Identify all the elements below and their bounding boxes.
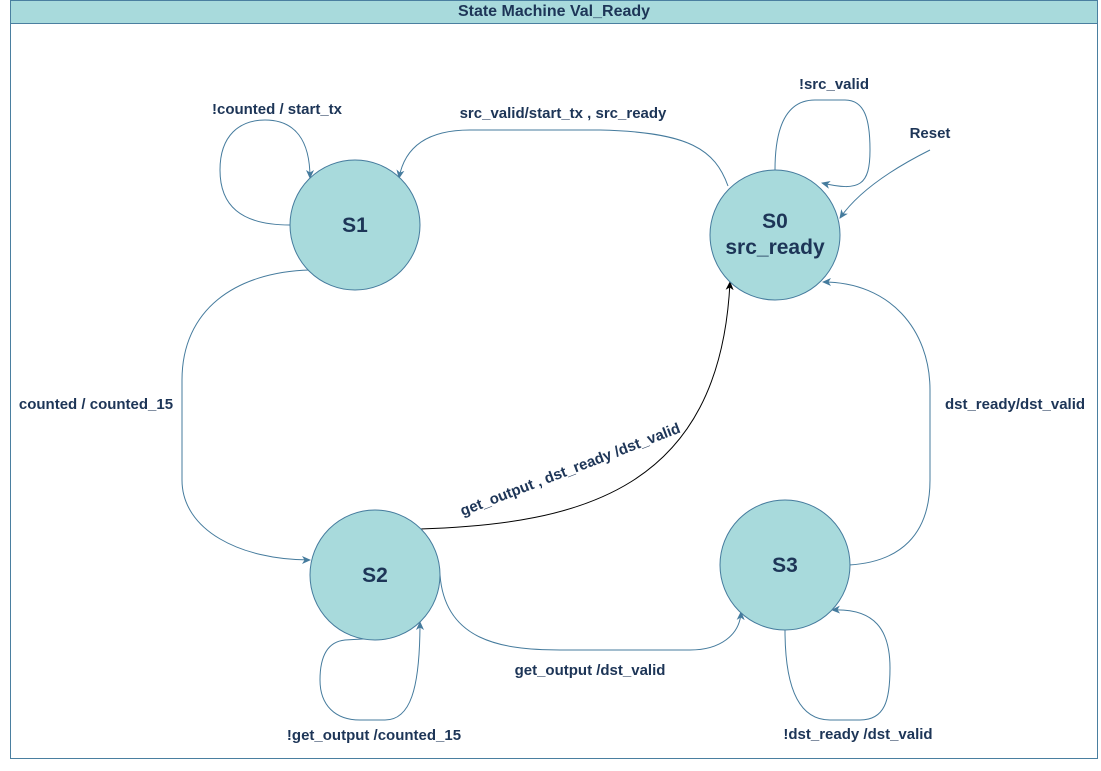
state-s3[interactable]: S3 [719,499,851,631]
s2-to-s0-edge [419,281,734,530]
reset-arrow [839,149,931,219]
s1-to-s2-edge [181,269,311,564]
s3-self-loop [784,605,891,721]
diagram-frame: State Machine Val_Ready [10,0,1098,759]
state-s0-output: src_ready [725,236,825,259]
state-s1-label: S1 [342,214,368,237]
s3-to-s0-label: dst_ready/dst_valid [945,396,1085,413]
state-s2-label: S2 [362,564,388,587]
s3-self-loop-label: !dst_ready /dst_valid [783,726,932,743]
s3-to-s0-edge [822,278,931,566]
state-s2[interactable]: S2 [309,509,441,641]
s2-self-loop-label: !get_output /counted_15 [287,727,461,744]
s0-to-s1-edge [396,129,729,187]
s1-to-s2-label: counted / counted_15 [19,396,173,413]
reset-label: Reset [910,125,951,142]
s0-self-loop-label: !src_valid [799,76,869,93]
s2-self-loop [319,621,424,721]
state-s0[interactable]: S0 src_ready [709,169,841,301]
state-s3-label: S3 [772,554,798,577]
s1-self-loop [219,119,314,226]
s2-to-s3-label: get_output /dst_valid [515,662,666,679]
state-s1[interactable]: S1 [289,159,421,291]
s2-to-s0-label: get_output , dst_ready /dst_valid [458,420,683,520]
s2-to-s3-edge [439,574,745,651]
s0-self-loop [774,99,871,189]
s0-to-s1-label: src_valid/start_tx , src_ready [460,105,667,122]
s1-self-loop-label: !counted / start_tx [212,101,343,118]
state-s0-label: S0 [762,210,788,233]
diagram-title: State Machine Val_Ready [11,1,1097,24]
